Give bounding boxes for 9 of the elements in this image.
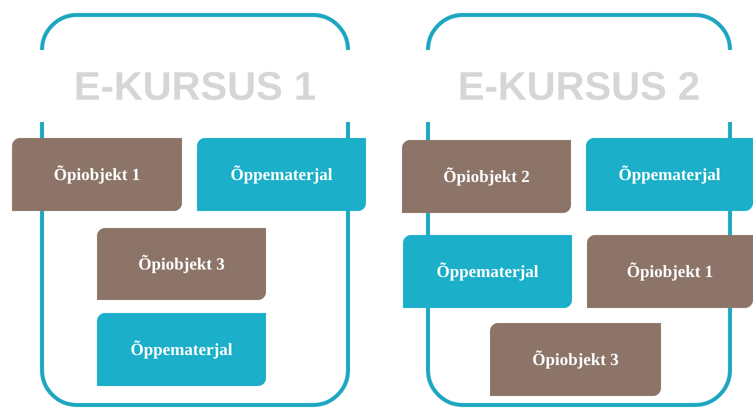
learning-box: Õpiobjekt 2 bbox=[402, 140, 571, 213]
learning-box: Õpiobjekt 3 bbox=[97, 228, 266, 300]
learning-box: Õppematerjal bbox=[586, 138, 753, 211]
learning-box: Õppematerjal bbox=[97, 312, 266, 386]
learning-box: Õpiobjekt 1 bbox=[587, 234, 753, 308]
learning-box: Õppematerjal bbox=[403, 234, 572, 308]
learning-box: Õpiobjekt 1 bbox=[12, 138, 182, 211]
learning-box: Õpiobjekt 3 bbox=[490, 323, 661, 396]
learning-box: Õppematerjal bbox=[197, 138, 366, 211]
